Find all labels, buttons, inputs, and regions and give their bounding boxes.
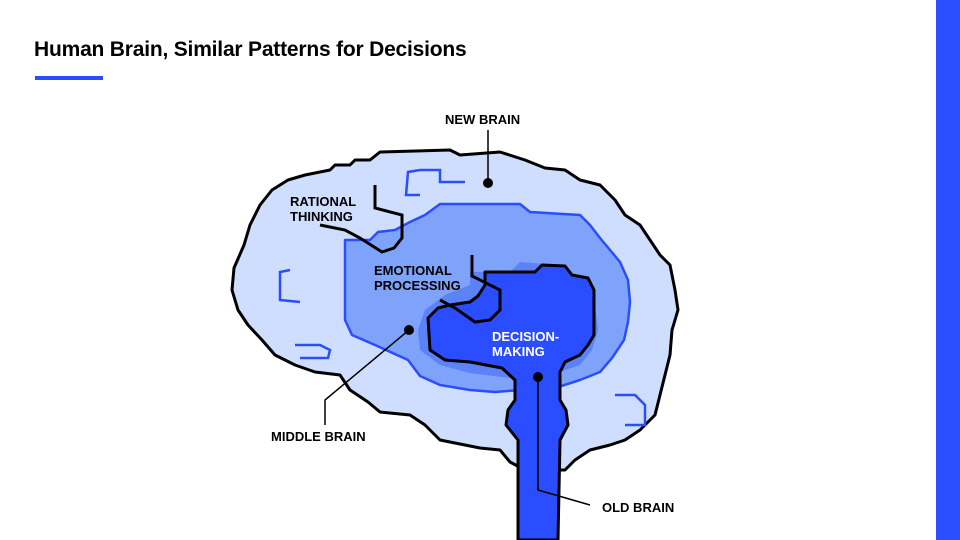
decision-label-line-2: MAKING [492,344,545,359]
decision-label-line-1: DECISION- [492,329,559,344]
squiggle-2 [420,168,465,184]
middle-brain-label: MIDDLE BRAIN [271,429,366,444]
squiggle-3 [278,268,301,304]
title-underline [35,76,103,80]
middle-brain-dot [404,325,414,335]
new-brain-label: NEW BRAIN [445,112,520,127]
rational-arrow [319,185,404,254]
old-brain-shape [426,263,596,540]
squiggle-1 [404,168,421,197]
old-brain-label: OLD BRAIN [602,500,674,515]
rational-label-line-1: RATIONAL [290,194,356,209]
middle-brain-leader [324,329,410,425]
emotional-label-line-1: EMOTIONAL [374,263,452,278]
emotional-arrow [439,255,502,324]
emotional-label-line-2: PROCESSING [374,278,461,293]
slide-title: Human Brain, Similar Patterns for Decisi… [34,38,467,61]
old-brain-leader [537,377,591,506]
new-brain-dot [483,178,493,188]
old-brain-dot [533,372,543,382]
squiggle-5 [615,393,647,427]
side-accent-bar [936,0,960,540]
rational-label-line-2: THINKING [290,209,353,224]
squiggle-4 [295,343,332,360]
